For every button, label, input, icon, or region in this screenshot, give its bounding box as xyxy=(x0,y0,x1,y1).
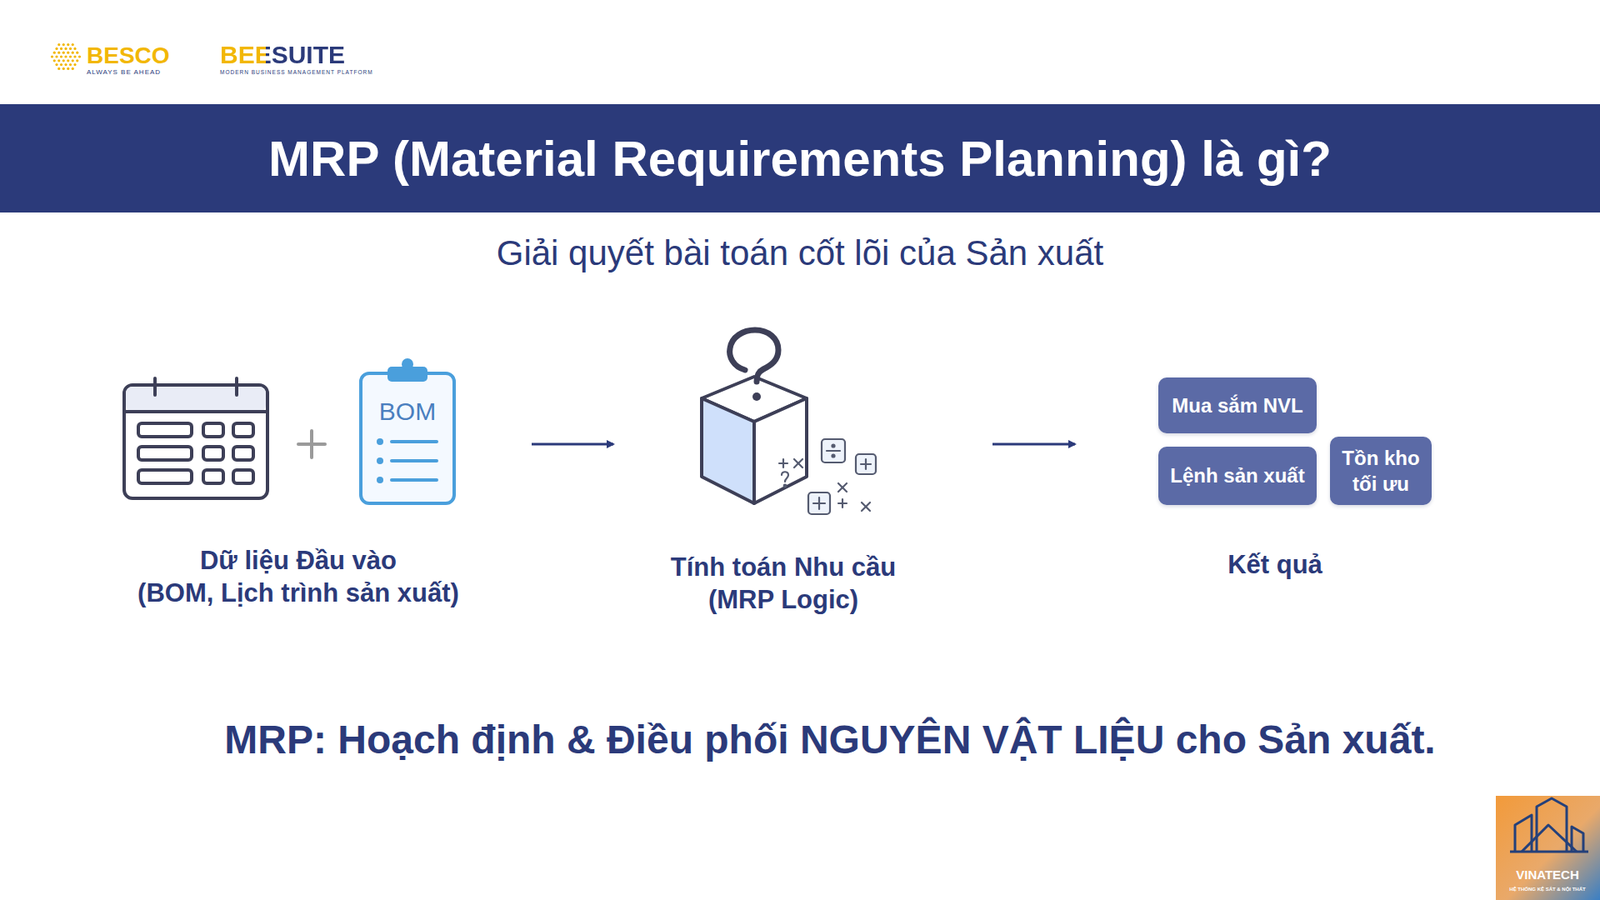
flow-arrow xyxy=(531,443,614,446)
logo-dot xyxy=(60,55,63,58)
logo-dot xyxy=(71,51,75,55)
clipboard-icon xyxy=(360,358,455,504)
stage-caption: Kết quả xyxy=(1227,549,1323,582)
logo-text: VINATECH xyxy=(1515,867,1580,884)
logo-dot xyxy=(66,67,70,70)
summary-text: MRP: Hoạch định & Điều phối NGUYÊN VẬT L… xyxy=(224,715,1435,765)
logo-dot xyxy=(57,59,60,62)
logo-dot xyxy=(64,47,67,50)
logo-tagline: HỆ THỐNG KỆ SẮT & NỘI THẤT xyxy=(1509,886,1585,894)
besco-logo-mark xyxy=(50,43,81,70)
logo-dot xyxy=(69,55,72,58)
brand-name: BESCO xyxy=(86,40,170,70)
subtitle: Giải quyết bài toán cốt lõi của Sản xuất xyxy=(496,231,1104,276)
logo-dot xyxy=(64,55,67,58)
logo-dot xyxy=(71,43,75,46)
logo-dot xyxy=(75,59,79,62)
logo-dot xyxy=(69,63,72,66)
logo-dot xyxy=(62,67,65,70)
logo-dot xyxy=(73,63,76,66)
logo-dot xyxy=(62,51,65,55)
logo-dot xyxy=(55,47,58,50)
logo-dot xyxy=(55,55,58,58)
logo-dot xyxy=(53,51,56,55)
logo-dot xyxy=(75,51,79,55)
logo-dot xyxy=(62,59,65,62)
logo-dot xyxy=(71,67,75,70)
logo-dot xyxy=(50,55,54,58)
stage-caption: Dữ liệu Đầu vào (BOM, Lịch trình sản xuấ… xyxy=(137,545,460,610)
vinatech-logo xyxy=(1495,795,1600,900)
logo-dot xyxy=(55,63,58,66)
logo-dot xyxy=(73,47,76,50)
title: MRP (Material Requirements Planning) là … xyxy=(268,127,1332,190)
result-box: Mua sắm NVL xyxy=(1158,377,1317,434)
logo-dot xyxy=(57,51,60,55)
math-symbols xyxy=(779,439,876,515)
logo-dot xyxy=(66,51,70,55)
logo-dot xyxy=(69,47,72,50)
question-dot xyxy=(752,392,761,401)
logo-dot xyxy=(53,59,56,62)
calendar-icon xyxy=(124,378,268,499)
logo-dot xyxy=(64,63,67,66)
box-text: Mua sắm NVL xyxy=(1171,392,1303,419)
logo-dot xyxy=(66,43,70,46)
box-text: Lệnh sản xuất xyxy=(1170,462,1305,489)
icon-text: BOM xyxy=(379,395,436,428)
logo-dot xyxy=(71,59,75,62)
logo-dot xyxy=(78,55,81,58)
result-box: Lệnh sản xuất xyxy=(1158,446,1317,505)
flow-arrow xyxy=(992,443,1075,446)
cube-icon xyxy=(701,330,807,504)
logo-dot xyxy=(60,47,63,50)
plus-sign xyxy=(298,430,325,458)
logo-dot xyxy=(66,59,70,62)
logo-dot xyxy=(60,63,63,66)
brand-tagline: ALWAYS BE AHEAD xyxy=(86,68,161,77)
result-box: Tồn kho tối ưu xyxy=(1330,436,1432,505)
brand-name: BEESUITE xyxy=(220,39,345,71)
logo-dot xyxy=(73,55,76,58)
brand-tagline: MODERN BUSINESS MANAGEMENT PLATFORM xyxy=(220,69,374,76)
box-text: Tồn kho tối ưu xyxy=(1336,445,1425,497)
logo-dot xyxy=(57,43,60,46)
stage-caption: Tính toán Nhu cầu (MRP Logic) xyxy=(670,551,896,617)
logo-dot xyxy=(62,43,65,46)
logo-dot xyxy=(57,67,60,70)
